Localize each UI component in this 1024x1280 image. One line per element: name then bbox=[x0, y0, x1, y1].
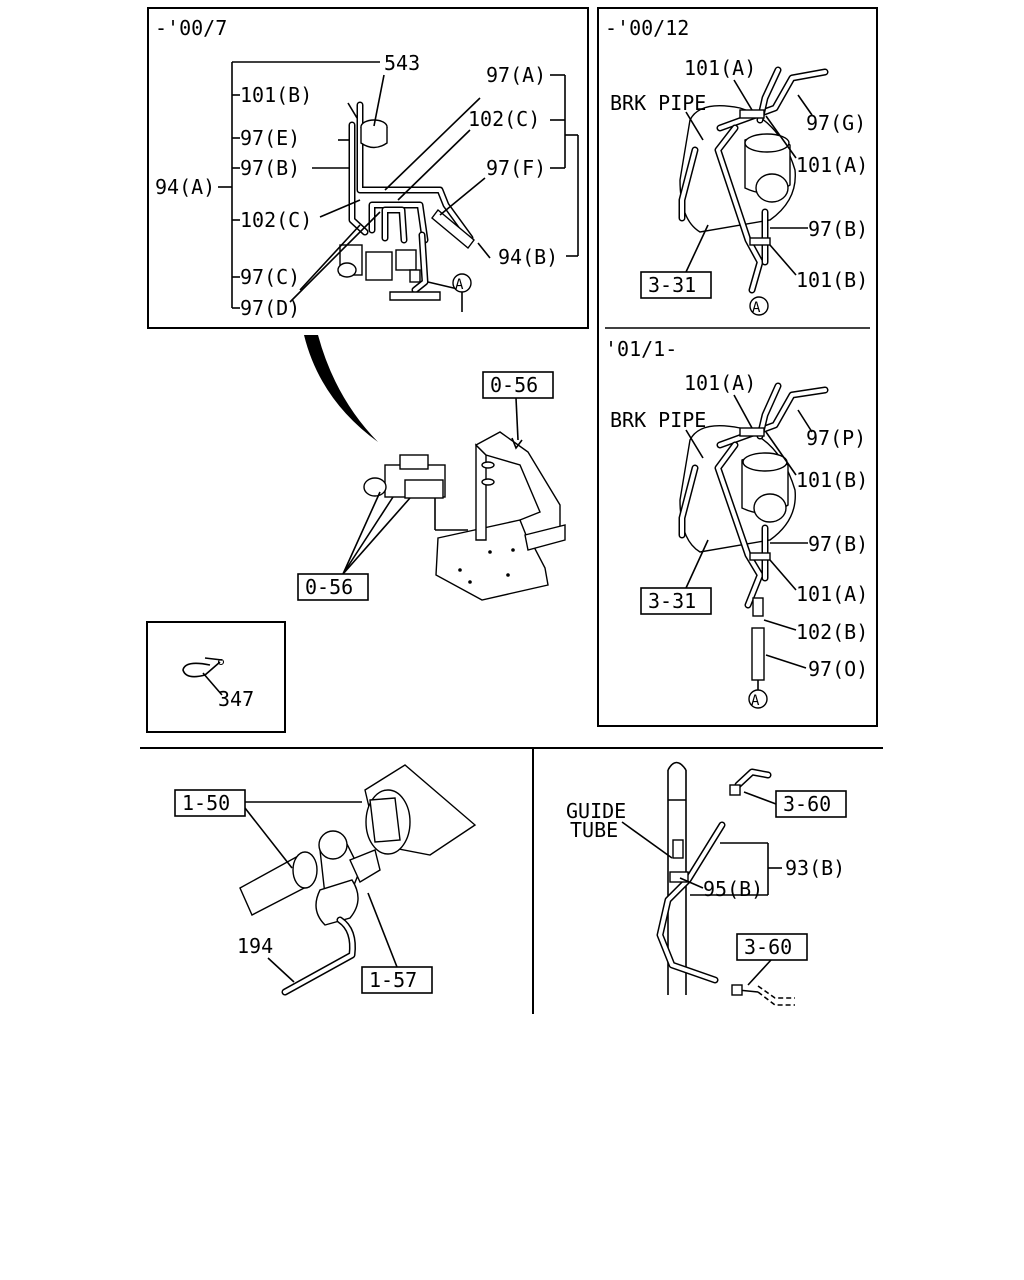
panel-title-mid-right: '01/1- bbox=[605, 337, 677, 361]
svg-text:3-31: 3-31 bbox=[648, 589, 696, 613]
panel-title-top-right: -'00/12 bbox=[605, 16, 689, 40]
ref-box-1-57 bbox=[361, 966, 433, 994]
label-brk-pipe-tr: BRK PIPE bbox=[610, 91, 706, 115]
clip-part-347 bbox=[182, 657, 225, 678]
ref-box-0-56-top bbox=[482, 371, 554, 399]
label-194: 194 bbox=[237, 934, 273, 958]
label-97c: 97(C) bbox=[240, 265, 300, 289]
brake-pipe-assembly-01-1 bbox=[678, 382, 829, 681]
svg-text:0-56: 0-56 bbox=[490, 373, 538, 397]
curved-arrow-indicator bbox=[304, 335, 378, 442]
label-97f: 97(F) bbox=[486, 156, 546, 180]
label-97o-mr: 97(O) bbox=[808, 657, 868, 681]
label-97p: 97(P) bbox=[806, 426, 866, 450]
label-94a: 94(A) bbox=[155, 175, 215, 199]
label-102c-right: 102(C) bbox=[468, 107, 540, 131]
label-guide: GUIDE bbox=[566, 799, 626, 823]
guide-tube-assembly bbox=[656, 761, 795, 1006]
exhaust-brake-assembly bbox=[239, 764, 477, 996]
ref-a-circle-tr bbox=[749, 296, 769, 316]
ref-box-1-50 bbox=[174, 789, 246, 817]
panel-title-top-left: -'00/7 bbox=[155, 16, 227, 40]
label-97b: 97(B) bbox=[240, 156, 300, 180]
valve-assembly-tl bbox=[337, 101, 491, 301]
label-94b: 94(B) bbox=[498, 245, 558, 269]
svg-text:0-56: 0-56 bbox=[305, 575, 353, 599]
label-101a-mr-2: 101(A) bbox=[796, 582, 868, 606]
svg-text:3-60: 3-60 bbox=[744, 935, 792, 959]
label-101a-tr-2: 101(A) bbox=[796, 153, 868, 177]
label-101b-tr: 101(B) bbox=[796, 268, 868, 292]
label-101a-tr: 101(A) bbox=[684, 56, 756, 80]
svg-text:A: A bbox=[751, 693, 760, 709]
ref-a-circle-tl bbox=[452, 273, 472, 293]
svg-text:A: A bbox=[455, 277, 464, 293]
label-102b-mr: 102(B) bbox=[796, 620, 868, 644]
svg-text:1-50: 1-50 bbox=[182, 791, 230, 815]
label-93b: 93(B) bbox=[785, 856, 845, 880]
label-101b-mr: 101(B) bbox=[796, 468, 868, 492]
label-brk-pipe-mr: BRK PIPE bbox=[610, 408, 706, 432]
ref-box-3-60-bottom bbox=[736, 933, 808, 961]
panel-top-left-frame bbox=[147, 7, 589, 329]
label-97b-mr: 97(B) bbox=[808, 532, 868, 556]
label-97d: 97(D) bbox=[240, 296, 300, 320]
svg-text:A: A bbox=[752, 300, 761, 316]
label-543: 543 bbox=[384, 51, 420, 75]
panel-right-frame bbox=[597, 7, 878, 727]
valve-mount-assembly bbox=[363, 431, 566, 601]
svg-text:3-60: 3-60 bbox=[783, 792, 831, 816]
svg-text:1-57: 1-57 bbox=[369, 968, 417, 992]
ref-box-3-60-top bbox=[775, 790, 847, 818]
label-97g: 97(G) bbox=[806, 111, 866, 135]
label-347: 347 bbox=[218, 687, 254, 711]
label-95b: 95(B) bbox=[703, 877, 763, 901]
label-101b: 101(B) bbox=[240, 83, 312, 107]
ref-box-0-56-bottom bbox=[297, 573, 369, 601]
label-tube: TUBE bbox=[570, 818, 618, 842]
brake-pipe-assembly-00-12 bbox=[678, 66, 829, 294]
label-97a: 97(A) bbox=[486, 63, 546, 87]
panel-clip-frame bbox=[146, 621, 286, 733]
label-97e: 97(E) bbox=[240, 126, 300, 150]
ref-box-3-31-tr bbox=[640, 271, 712, 299]
ref-box-3-31-mr bbox=[640, 587, 712, 615]
label-97b-tr: 97(B) bbox=[808, 217, 868, 241]
label-101a-mr: 101(A) bbox=[684, 371, 756, 395]
label-102c-left: 102(C) bbox=[240, 208, 312, 232]
svg-text:3-31: 3-31 bbox=[648, 273, 696, 297]
ref-a-circle-mr bbox=[748, 689, 768, 709]
